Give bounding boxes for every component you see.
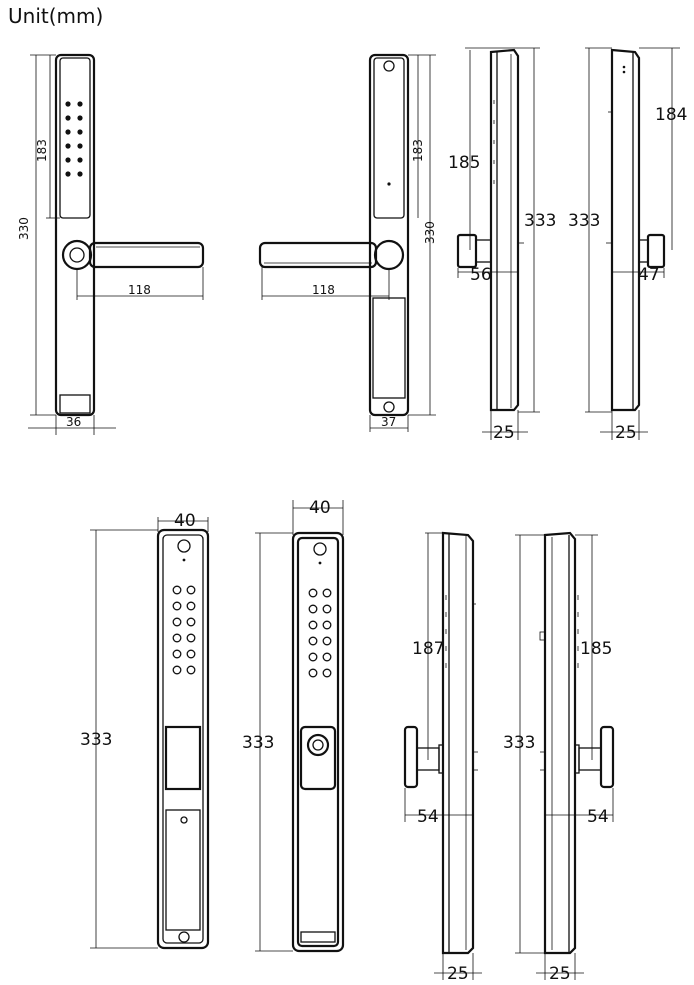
dim-side-a-height-to-handle: 187 bbox=[412, 639, 444, 659]
unit-title: Unit(mm) bbox=[8, 4, 104, 28]
side-view-bottom-b: 333 185 54 25 bbox=[503, 531, 615, 984]
dim-side-b-height-to-handle: 185 bbox=[580, 639, 612, 659]
dim-side-left-height: 333 bbox=[524, 211, 556, 231]
dim-front-height: 330 bbox=[17, 217, 31, 240]
dim-back-handle-length: 118 bbox=[312, 283, 335, 297]
front-view-top: 330 183 118 36 bbox=[17, 53, 205, 435]
dim-side-right-handle-depth: 47 bbox=[638, 265, 660, 285]
front-view-bottom-b: 40 333 bbox=[242, 498, 345, 953]
dim-back-height: 330 bbox=[423, 221, 437, 244]
front-view-bottom-a: 40 333 bbox=[80, 511, 210, 950]
dim-side-right-thickness: 25 bbox=[615, 423, 637, 443]
dim-side-b-handle-depth: 54 bbox=[587, 807, 609, 827]
keypad-bottom-a bbox=[172, 585, 196, 675]
dim-side-left-height-to-handle: 185 bbox=[448, 153, 480, 173]
dim-side-right-height: 333 bbox=[568, 211, 600, 231]
dim-front-a-height: 333 bbox=[80, 730, 112, 750]
dim-front-keypad-height: 183 bbox=[35, 139, 49, 162]
dim-back-width: 37 bbox=[381, 415, 396, 429]
side-view-bottom-a: 187 54 25 bbox=[403, 531, 482, 984]
dim-side-a-thickness: 25 bbox=[447, 964, 469, 984]
keypad bbox=[65, 101, 83, 177]
dim-front-b-height: 333 bbox=[242, 733, 274, 753]
back-view-top: 330 183 118 37 bbox=[258, 53, 437, 432]
dim-side-left-thickness: 25 bbox=[493, 423, 515, 443]
side-view-top-left: 333 185 56 25 bbox=[448, 47, 556, 443]
side-view-top-right: 333 184 47 25 bbox=[568, 47, 687, 443]
dim-front-handle-length: 118 bbox=[128, 283, 151, 297]
dim-side-left-handle-depth: 56 bbox=[470, 265, 492, 285]
dim-back-keypad-height: 183 bbox=[411, 139, 425, 162]
dim-side-b-thickness: 25 bbox=[549, 964, 571, 984]
dim-front-b-width: 40 bbox=[309, 498, 331, 518]
dim-front-a-width: 40 bbox=[174, 511, 196, 531]
dim-front-width: 36 bbox=[66, 415, 81, 429]
dim-side-a-handle-depth: 54 bbox=[417, 807, 439, 827]
dim-side-right-height-to-handle: 184 bbox=[655, 105, 687, 125]
keypad-bottom-b bbox=[308, 588, 332, 678]
dim-side-b-height: 333 bbox=[503, 733, 535, 753]
